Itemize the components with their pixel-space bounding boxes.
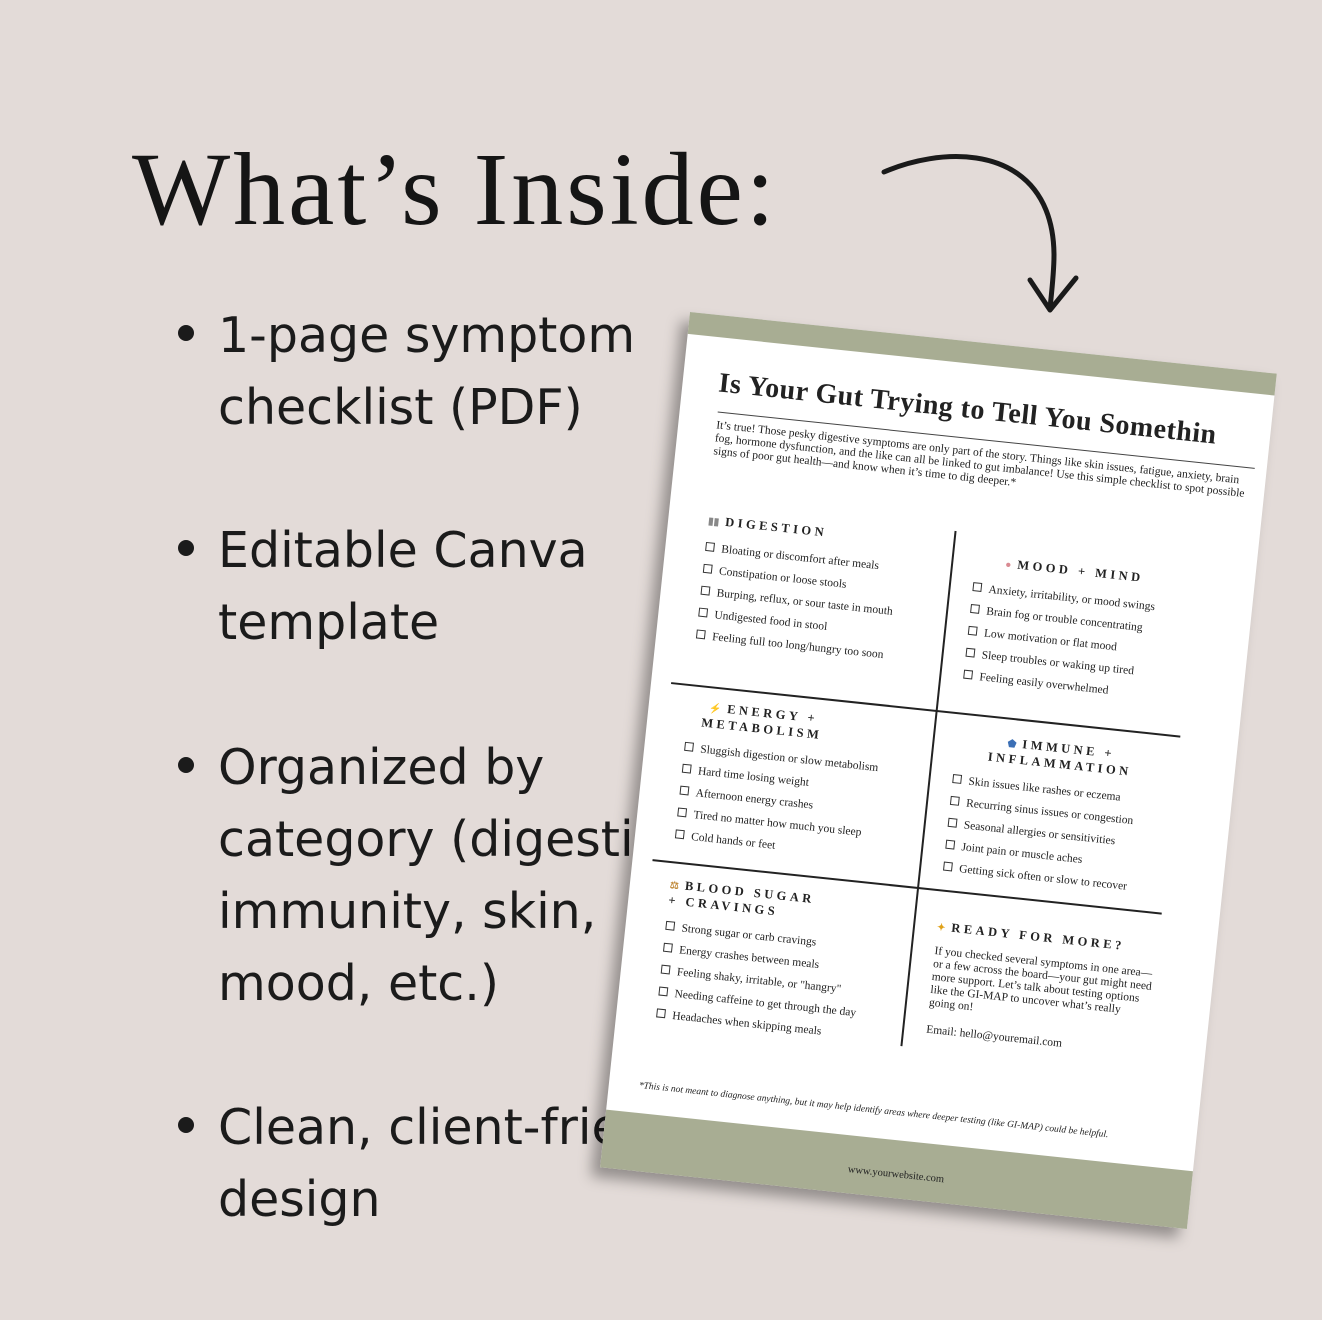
section-mood: ● Mood + Mind Anxiety, irritability, or m… — [962, 553, 1225, 712]
bullet-dot — [178, 757, 194, 773]
checkbox[interactable] — [967, 625, 978, 636]
section-immune: ⬟Immune + Inflammation Skin issues like … — [942, 730, 1206, 904]
scale-icon: ⚖ — [669, 880, 680, 892]
checkbox[interactable] — [679, 785, 690, 796]
checkbox[interactable] — [943, 861, 953, 872]
checkbox[interactable] — [656, 1008, 666, 1019]
checkbox[interactable] — [684, 741, 694, 752]
checkbox[interactable] — [700, 585, 711, 596]
checkbox[interactable] — [681, 763, 692, 774]
section-title: Mood + Mind — [1016, 557, 1145, 585]
fork-knife-icon: ▮▮ — [707, 516, 720, 529]
checklist-items: Skin issues like rashes or eczema Recurr… — [942, 769, 1202, 905]
feature-item: 1-page symptom checklist (PDF) — [178, 300, 738, 444]
checklist-items: Strong sugar or carb cravings Energy cra… — [655, 916, 915, 1052]
checkbox[interactable] — [674, 829, 685, 840]
section-title: Digestion — [724, 514, 828, 540]
checklist-items: Anxiety, irritability, or mood swings Br… — [962, 577, 1222, 713]
bullet-dot — [178, 325, 194, 341]
checkbox[interactable] — [695, 629, 706, 640]
bullet-dot — [178, 540, 194, 556]
checkbox[interactable] — [705, 541, 716, 552]
checkbox[interactable] — [965, 647, 976, 658]
checkbox[interactable] — [660, 964, 671, 975]
section-title: Blood Sugar + Cravings — [667, 878, 816, 919]
ready-body: If you checked several symptoms in one a… — [928, 945, 1153, 1016]
sparkle-icon: ✦ — [936, 922, 946, 935]
feature-item: Organized by category (digestion, immuni… — [178, 732, 738, 1020]
checkbox[interactable] — [658, 986, 669, 997]
checkbox[interactable] — [702, 563, 713, 574]
section-ready: ✦ Ready for More? If you checked several … — [926, 919, 1187, 1061]
checklist-items: Bloating or discomfort after meals Const… — [695, 537, 955, 673]
checkbox[interactable] — [972, 582, 983, 592]
lightning-icon: ⚡ — [708, 703, 722, 716]
checkbox[interactable] — [945, 839, 956, 850]
checkbox[interactable] — [970, 603, 980, 614]
section-title: Ready for More? — [950, 920, 1126, 953]
page-headline: What’s Inside: — [132, 132, 778, 247]
curved-arrow-icon — [881, 154, 1079, 313]
checkbox[interactable] — [698, 607, 709, 618]
section-energy: ⚡Energy + Metabolism Sluggish digestion … — [674, 698, 938, 872]
section-blood-sugar: ⚖Blood Sugar + Cravings Strong sugar or … — [655, 877, 919, 1051]
brain-icon: ● — [1004, 559, 1012, 571]
checkbox[interactable] — [665, 920, 676, 931]
checkbox[interactable] — [947, 817, 958, 828]
checkbox[interactable] — [662, 942, 673, 953]
checkbox[interactable] — [949, 795, 960, 806]
bullet-dot — [178, 1117, 194, 1133]
feature-item: Editable Canva template — [178, 515, 738, 659]
checklist-page: Is Your Gut Trying to Tell You Somethin … — [600, 312, 1277, 1229]
shield-icon: ⬟ — [1007, 738, 1017, 751]
checkbox[interactable] — [677, 807, 688, 818]
checkbox[interactable] — [952, 774, 963, 784]
section-digestion: ▮▮ Digestion Bloating or discomfort after… — [695, 513, 958, 672]
checkbox[interactable] — [963, 669, 974, 680]
checklist-items: Sluggish digestion or slow metabolism Ha… — [674, 737, 934, 873]
checklist-preview: Is Your Gut Trying to Tell You Somethin … — [600, 312, 1277, 1229]
